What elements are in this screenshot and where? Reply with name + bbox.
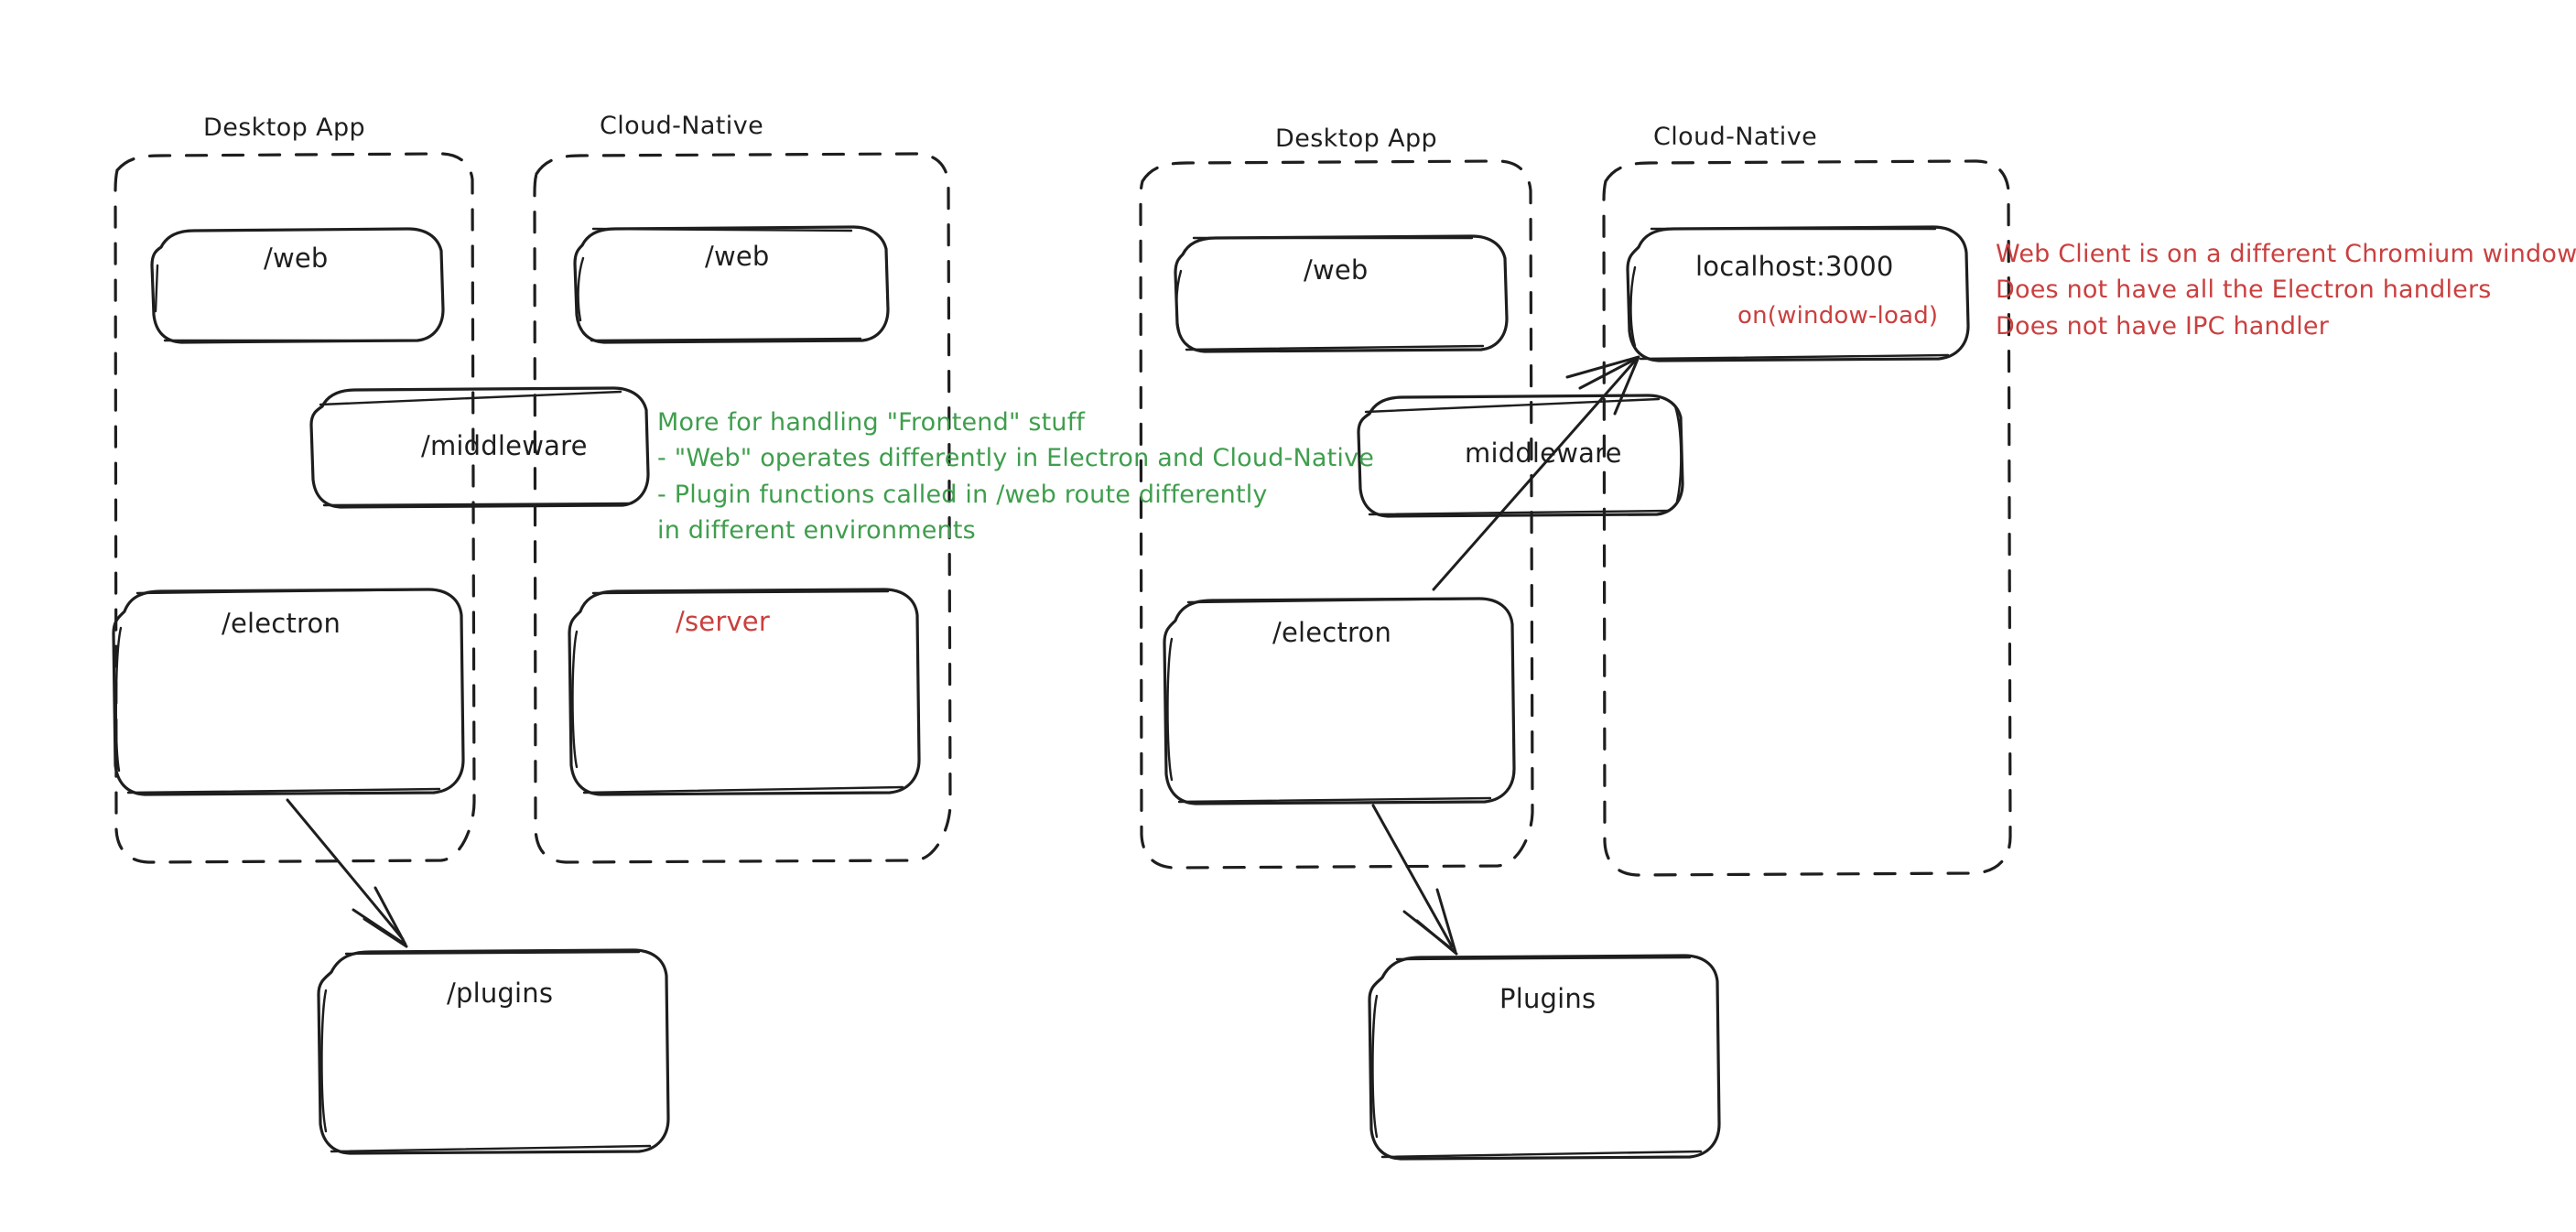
node-label-web-desktop-right: /web xyxy=(1304,254,1369,286)
node-localhost-3000 xyxy=(1626,225,1970,362)
annotation-web-client-note: Web Client is on a different Chromium wi… xyxy=(1996,240,2576,340)
group-label-cloud-native-right: Cloud-Native xyxy=(1653,123,1818,151)
group-cloud-native-right xyxy=(1602,159,2012,877)
node-label-web-cloud-left: /web xyxy=(705,241,770,272)
group-desktop-app-left xyxy=(114,152,476,864)
node-label-localhost-3000: localhost:3000 xyxy=(1695,251,1894,282)
node-label-electron-left: /electron xyxy=(222,608,341,639)
node-label-middleware-left: /middleware xyxy=(421,430,588,461)
arrow-electron-to-plugins-left xyxy=(286,798,408,948)
node-plugins-left xyxy=(317,948,670,1155)
node-label-plugins-right: Plugins xyxy=(1499,983,1596,1014)
group-label-desktop-app-left: Desktop App xyxy=(203,113,366,142)
node-label-web-desktop-left: /web xyxy=(264,243,329,274)
node-sublabel-on-window-load: on(window-load) xyxy=(1737,302,1939,330)
node-plugins-right xyxy=(1368,954,1721,1161)
group-desktop-app-right xyxy=(1139,159,1534,870)
arrow-electron-to-plugins-right xyxy=(1371,804,1458,956)
node-middleware-right xyxy=(1357,394,1684,518)
group-label-desktop-app-right: Desktop App xyxy=(1275,124,1438,153)
node-electron-left xyxy=(112,588,465,796)
group-cloud-native-left xyxy=(533,152,952,864)
annotation-frontend-note: More for handling "Frontend" stuff - "We… xyxy=(657,408,1375,546)
node-electron-right xyxy=(1163,597,1516,805)
node-web-desktop-left xyxy=(150,227,445,344)
arrow-electron-to-localhost xyxy=(1432,355,1640,591)
node-label-server-left: /server xyxy=(676,606,770,637)
node-server-left xyxy=(568,588,921,796)
node-web-cloud-left xyxy=(573,225,890,344)
node-middleware-left xyxy=(309,386,650,509)
node-web-desktop-right xyxy=(1174,234,1509,353)
node-label-middleware-right: middleware xyxy=(1465,438,1622,469)
node-label-plugins-left: /plugins xyxy=(447,978,554,1009)
node-label-electron-right: /electron xyxy=(1272,617,1392,648)
group-label-cloud-native-left: Cloud-Native xyxy=(600,112,764,140)
